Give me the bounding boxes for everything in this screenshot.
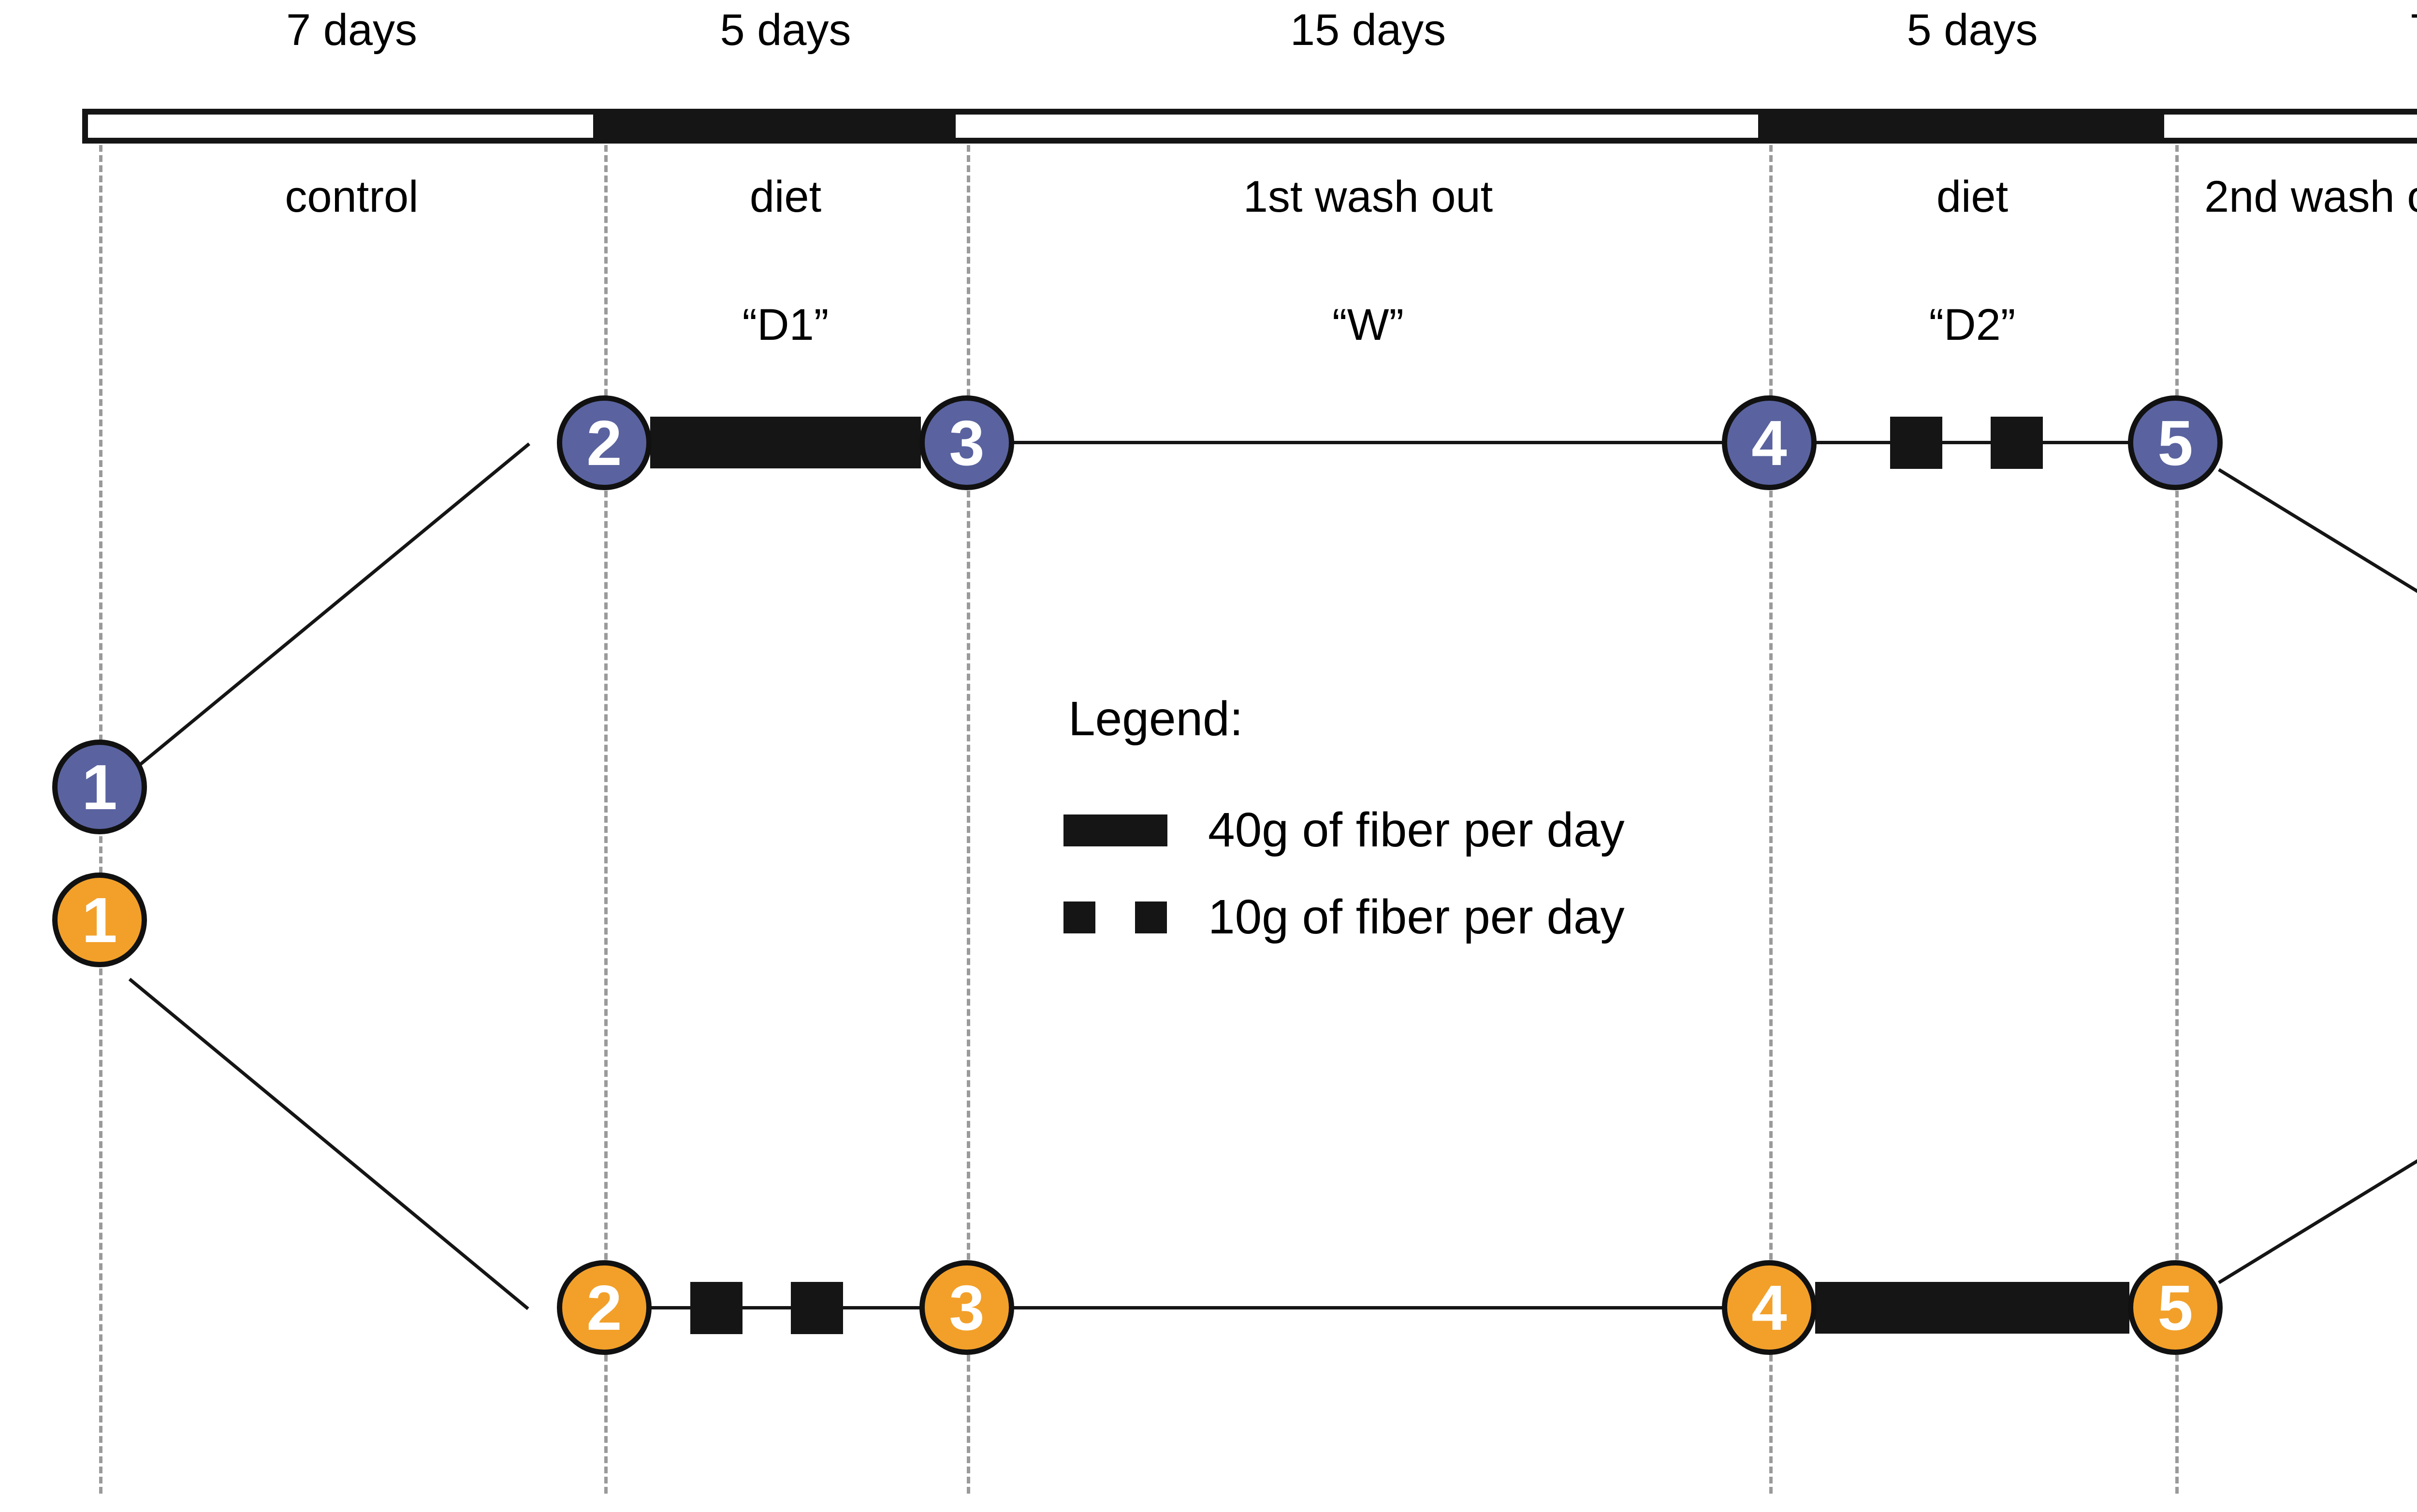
edge-blue-5-to-6 — [2218, 468, 2417, 764]
duration-label-diet1: 5 days — [720, 5, 851, 55]
phase-label-diet1: diet — [749, 172, 822, 221]
node-blue-2-label: 2 — [586, 407, 622, 479]
node-orange-3-label: 3 — [949, 1272, 985, 1343]
node-blue-5-label: 5 — [2157, 407, 2193, 479]
legend-label-40g: 40g of fiber per day — [1208, 803, 1625, 857]
node-blue-3[interactable]: 3 — [919, 395, 1014, 490]
node-orange-5-label: 5 — [2157, 1272, 2193, 1343]
edge-orange-2-to-3-10g-square-2 — [791, 1282, 843, 1334]
duration-label-control: 7 days — [286, 5, 418, 55]
legend-swatch-10g-dotted-bar-icon — [1063, 901, 1167, 933]
code-label-washout1: “W” — [1332, 300, 1404, 349]
node-blue-1-start[interactable]: 1 — [52, 740, 147, 834]
guide-line-visit-4 — [1769, 145, 1773, 1494]
edge-blue-2-to-3-40g — [650, 417, 921, 468]
edge-orange-5-to-6 — [2218, 988, 2417, 1284]
node-orange-4-label: 4 — [1751, 1272, 1787, 1343]
legend-title: Legend: — [1068, 692, 1243, 746]
edge-blue-4-to-5-10g-square-2 — [1991, 417, 2043, 469]
edge-orange-2-to-3-10g-square-1 — [690, 1282, 743, 1334]
node-blue-1-label: 1 — [82, 751, 117, 823]
timeline-segment-diet1 — [593, 115, 956, 138]
node-orange-3[interactable]: 3 — [919, 1260, 1014, 1355]
node-orange-4[interactable]: 4 — [1722, 1260, 1817, 1355]
edge-orange-3-to-4 — [1013, 1306, 1723, 1309]
node-blue-4-label: 4 — [1751, 407, 1787, 479]
edge-blue-1-to-2 — [139, 442, 531, 766]
timeline-segment-washout2 — [2164, 115, 2417, 138]
guide-line-visit-5 — [2175, 145, 2179, 1494]
legend-item-10g: 10g of fiber per day — [1063, 889, 1625, 945]
node-blue-2[interactable]: 2 — [557, 395, 652, 490]
legend-swatch-40g-solid-bar-icon — [1063, 814, 1167, 846]
node-orange-2-label: 2 — [586, 1272, 622, 1343]
edge-orange-4-to-5-40g — [1815, 1282, 2129, 1334]
timeline-segment-diet2 — [1758, 115, 2164, 138]
timeline-segment-washout1 — [956, 115, 1758, 138]
node-blue-3-label: 3 — [949, 407, 985, 479]
code-label-diet1: “D1” — [742, 300, 829, 349]
timeline-segment-control — [88, 115, 593, 138]
study-timeline-bar — [82, 109, 2417, 144]
guide-line-visit-2 — [604, 145, 608, 1494]
node-orange-5[interactable]: 5 — [2128, 1260, 2223, 1355]
duration-label-washout2: 7 days — [2175, 5, 2417, 56]
code-label-diet2: “D2” — [1929, 300, 2016, 349]
phase-label-washout1: 1st wash out — [1243, 172, 1493, 221]
guide-line-visit-3 — [967, 145, 970, 1494]
legend-label-10g: 10g of fiber per day — [1208, 890, 1625, 944]
node-blue-5[interactable]: 5 — [2128, 395, 2223, 490]
phase-label-diet2: diet — [1936, 172, 2009, 221]
edge-blue-4-to-5-baseline — [1815, 441, 2129, 444]
edge-blue-3-to-4 — [1013, 441, 1723, 444]
duration-label-diet2: 5 days — [1907, 5, 2038, 55]
node-blue-4[interactable]: 4 — [1722, 395, 1817, 490]
node-orange-1-label: 1 — [82, 884, 117, 956]
node-orange-2[interactable]: 2 — [557, 1260, 652, 1355]
node-orange-1-start[interactable]: 1 — [52, 872, 147, 967]
edge-orange-1-to-2 — [128, 977, 529, 1310]
phase-label-washout2: 2nd wash out — [2204, 172, 2417, 221]
legend-item-40g: 40g of fiber per day — [1063, 802, 1625, 858]
legend: Legend: 40g of fiber per day 10g of fibe… — [1063, 691, 1890, 1030]
edge-blue-4-to-5-10g-square-1 — [1890, 417, 1942, 469]
edge-orange-2-to-3-baseline — [650, 1306, 921, 1309]
duration-label-washout1: 15 days — [1290, 5, 1446, 55]
phase-label-control: control — [285, 172, 419, 221]
